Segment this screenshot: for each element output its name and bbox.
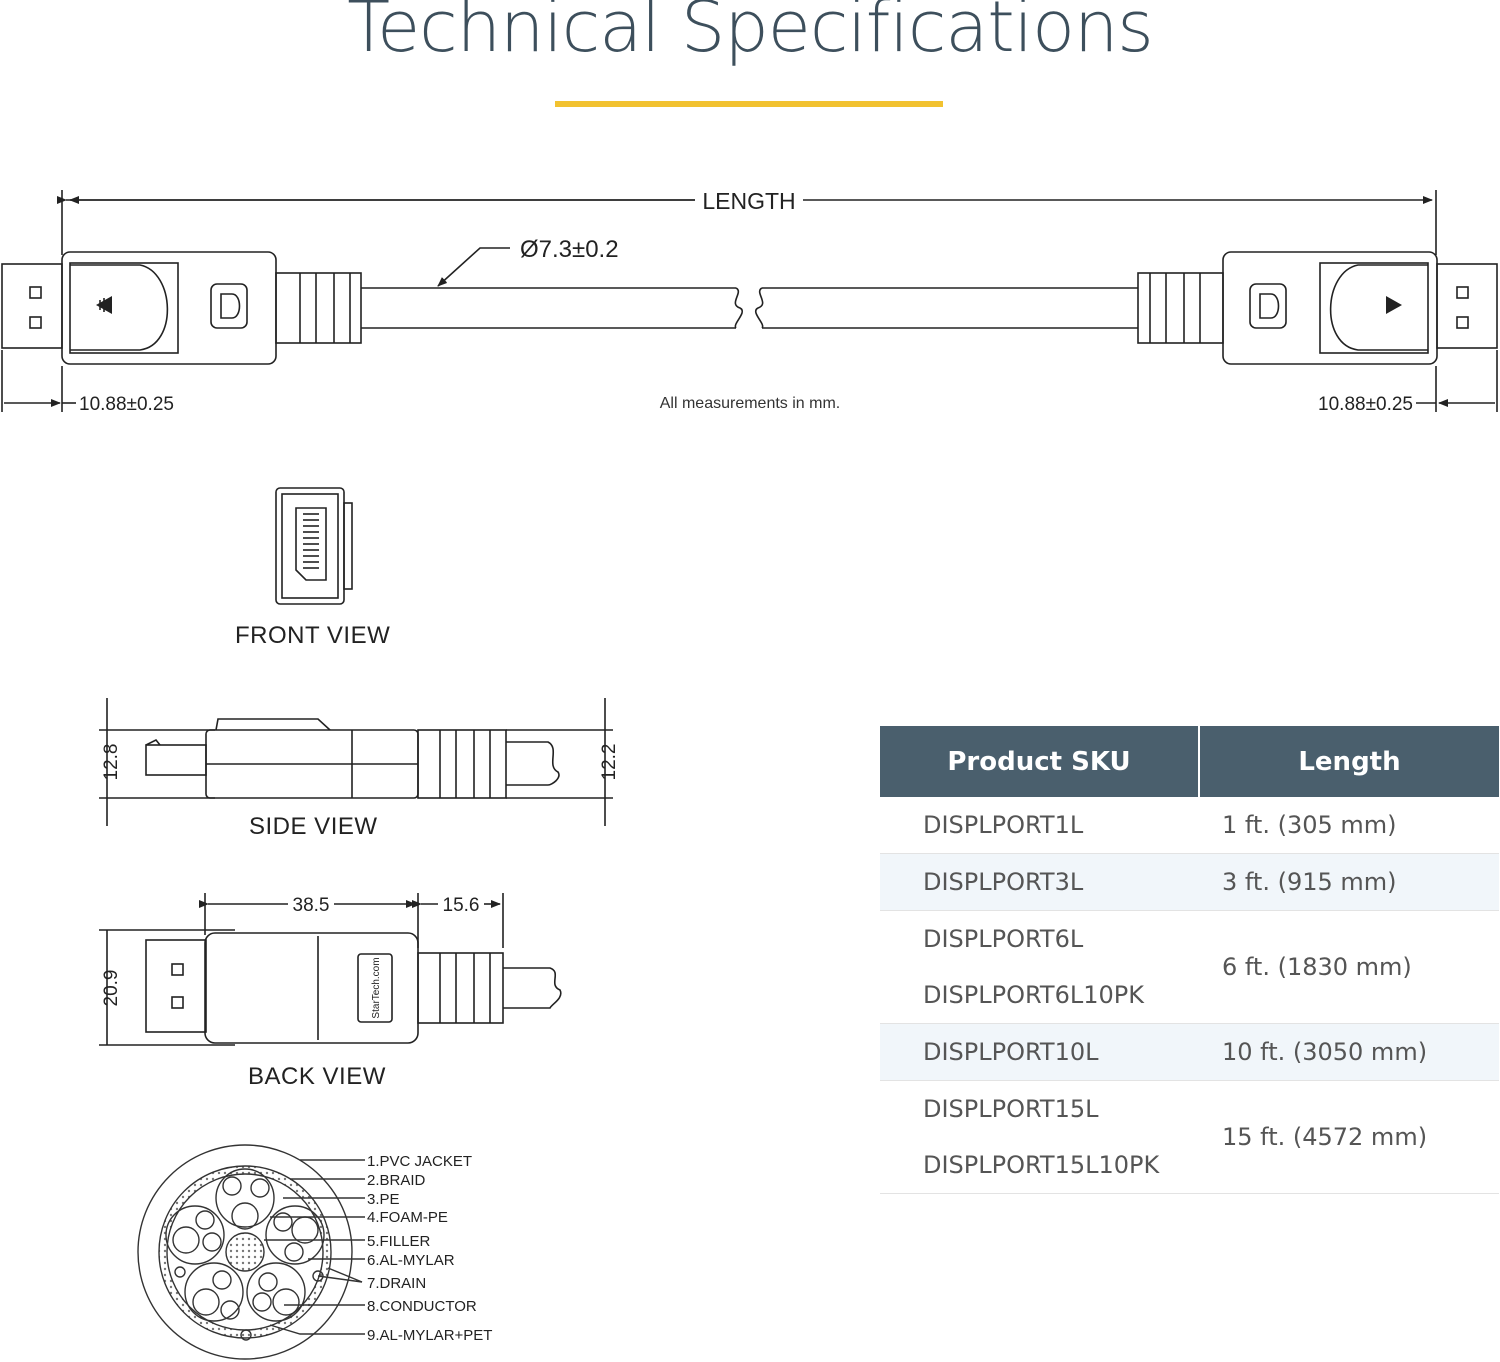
back-view-drawing xyxy=(99,893,562,1046)
table-row: DISPLPORT6L DISPLPORT6L10PK 6 ft. (1830 … xyxy=(880,910,1499,1024)
cross-section-label-6: 6.AL-MYLAR xyxy=(367,1252,455,1269)
right-plug xyxy=(1137,251,1498,365)
cable-assembly-drawing xyxy=(1,190,1498,412)
back-view-width-a: 38.5 xyxy=(293,895,330,916)
brand-logo: StarTech.com xyxy=(371,957,382,1018)
sku-cell: DISPLPORT10L xyxy=(880,1023,1199,1081)
table-header-row: Product SKU Length xyxy=(880,726,1499,797)
sku-value: DISPLPORT3L xyxy=(923,868,1084,896)
length-label: LENGTH xyxy=(702,188,795,214)
length-cell: 3 ft. (915 mm) xyxy=(1199,853,1499,911)
side-view-height-right: 12.2 xyxy=(599,744,620,781)
back-view-height: 20.9 xyxy=(101,970,122,1007)
table-row: DISPLPORT3L 3 ft. (915 mm) xyxy=(880,853,1499,911)
length-cell: 1 ft. (305 mm) xyxy=(1199,797,1499,854)
front-view-drawing xyxy=(275,487,353,605)
cross-section-label-3: 3.PE xyxy=(367,1191,400,1208)
side-view-height-left: 12.8 xyxy=(101,744,122,781)
side-view-label: SIDE VIEW xyxy=(249,813,378,840)
sku-cell: DISPLPORT6L DISPLPORT6L10PK xyxy=(880,910,1199,1024)
right-plug-dimension: 10.88±0.25 xyxy=(1318,394,1413,415)
cross-section-label-4: 4.FOAM-PE xyxy=(367,1209,448,1226)
cable-cross-section-drawing xyxy=(137,1144,365,1360)
measurement-note: All measurements in mm. xyxy=(659,395,841,412)
header-product-sku: Product SKU xyxy=(880,726,1199,797)
cross-section-labels: 1.PVC JACKET 2.BRAID 3.PE 4.FOAM-PE 5.FI… xyxy=(367,1153,492,1344)
back-view-label: BACK VIEW xyxy=(248,1063,386,1090)
cross-section-label-9: 9.AL-MYLAR+PET xyxy=(367,1327,492,1344)
table-row: DISPLPORT15L DISPLPORT15L10PK 15 ft. (45… xyxy=(880,1080,1499,1194)
sku-value: DISPLPORT6L10PK xyxy=(923,981,1144,1009)
sku-length-table: Product SKU Length DISPLPORT1L 1 ft. (30… xyxy=(880,726,1499,1194)
back-view-width-b: 15.6 xyxy=(443,895,480,916)
left-plug xyxy=(1,251,362,365)
cross-section-label-1: 1.PVC JACKET xyxy=(367,1153,472,1170)
cross-section-label-7: 7.DRAIN xyxy=(367,1275,426,1292)
side-view-drawing xyxy=(99,698,613,826)
front-view-label: FRONT VIEW xyxy=(235,622,391,649)
header-length: Length xyxy=(1198,726,1499,797)
cross-section-label-5: 5.FILLER xyxy=(367,1233,431,1250)
sku-cell: DISPLPORT15L DISPLPORT15L10PK xyxy=(880,1080,1199,1194)
table-row: DISPLPORT1L 1 ft. (305 mm) xyxy=(880,797,1499,854)
title-underline xyxy=(555,101,943,107)
sku-value: DISPLPORT15L10PK xyxy=(923,1151,1160,1179)
sku-cell: DISPLPORT3L xyxy=(880,853,1199,911)
length-cell: 6 ft. (1830 mm) xyxy=(1199,910,1499,1024)
length-cell: 10 ft. (3050 mm) xyxy=(1199,1023,1499,1081)
sku-value: DISPLPORT10L xyxy=(923,1038,1099,1066)
table-row: DISPLPORT10L 10 ft. (3050 mm) xyxy=(880,1023,1499,1081)
sku-value: DISPLPORT6L xyxy=(923,925,1084,953)
length-cell: 15 ft. (4572 mm) xyxy=(1199,1080,1499,1194)
page-title: Technical Specifications xyxy=(347,0,1154,68)
sku-value: DISPLPORT1L xyxy=(923,811,1084,839)
cross-section-label-2: 2.BRAID xyxy=(367,1172,426,1189)
sku-cell: DISPLPORT1L xyxy=(880,797,1199,854)
left-plug-dimension: 10.88±0.25 xyxy=(79,394,174,415)
diameter-label: Ø7.3±0.2 xyxy=(520,236,619,263)
sku-value: DISPLPORT15L xyxy=(923,1095,1099,1123)
cross-section-label-8: 8.CONDUCTOR xyxy=(367,1298,477,1315)
